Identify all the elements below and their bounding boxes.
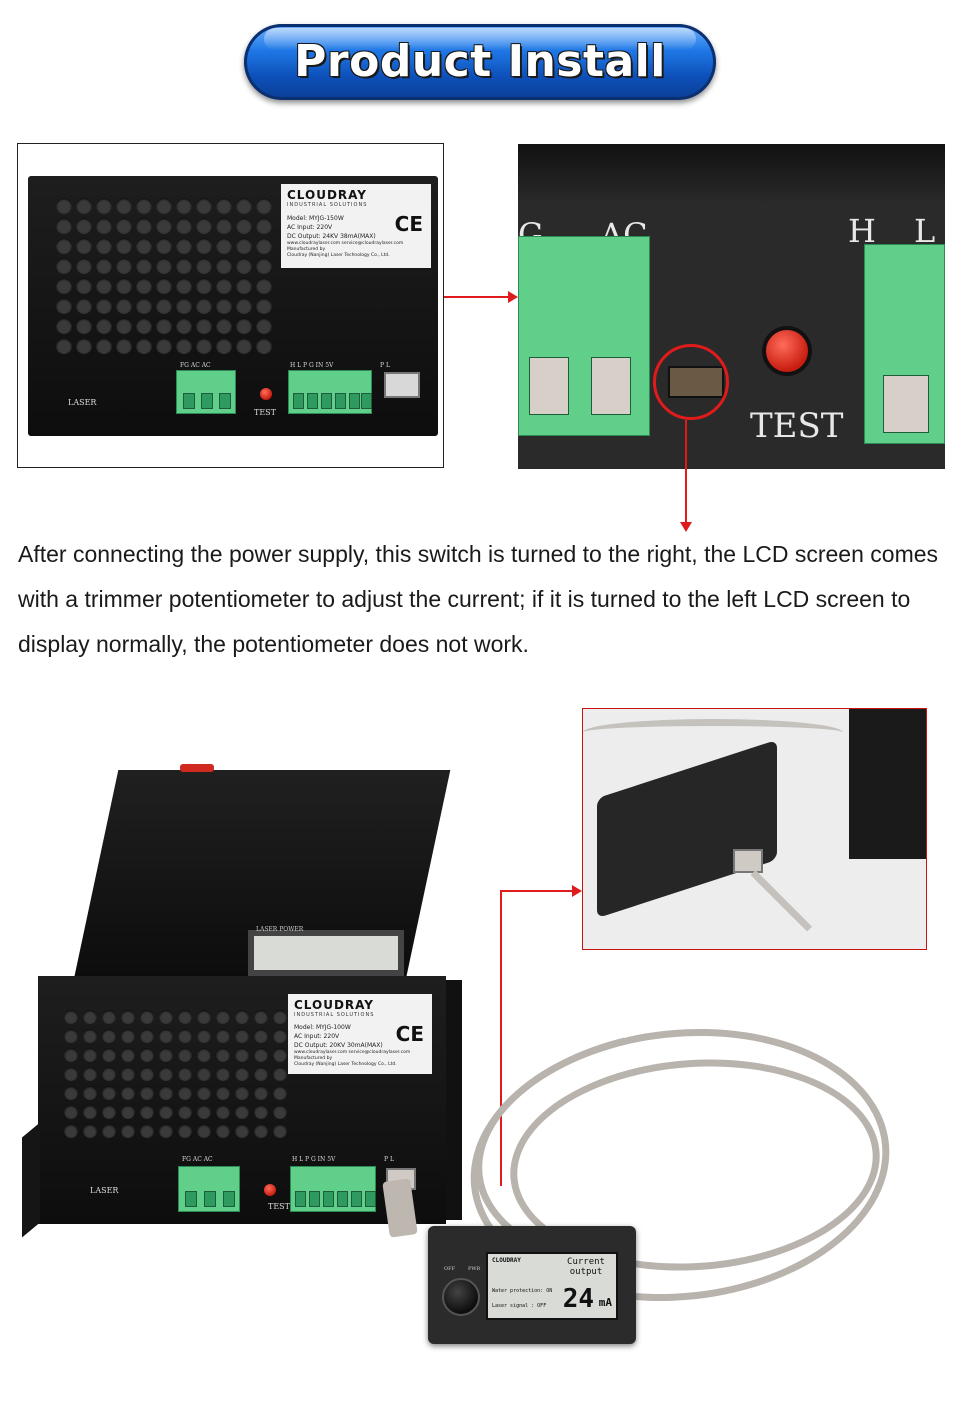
lcd-laser-row: Laser signal : OFF — [492, 1303, 546, 1309]
arrow-line-horizontal — [500, 890, 572, 892]
lcd-water-row: Water protection: ON — [492, 1288, 552, 1294]
top-lcd-window — [248, 930, 404, 976]
power-supply-panel-photo: CLOUDRAY INDUSTRIAL SOLUTIONS Model: MYJ… — [17, 143, 444, 468]
current-unit: mA — [598, 1296, 612, 1309]
knob-left-label: OFF — [444, 1266, 456, 1272]
device-dc-output: DC Output: 20KV 30mA(MAX) — [294, 1042, 383, 1049]
ac-input-text: AC Input: 220V — [287, 224, 333, 231]
device-test-label: TEST — [268, 1202, 290, 1211]
brand-subtitle: INDUSTRIAL SOLUTIONS — [287, 202, 368, 208]
laser-signal-label: Laser signal : — [492, 1303, 535, 1309]
laser-label: LASER — [68, 398, 97, 407]
title-banner: Product Install — [244, 24, 716, 100]
display-box-back — [597, 739, 777, 919]
water-protection-label: Water protection: — [492, 1288, 544, 1294]
device-ce-mark: CE — [395, 1022, 424, 1046]
ac-terminal-block[interactable] — [176, 370, 236, 414]
lcd-heading: Current output — [567, 1257, 605, 1277]
vent-grid — [56, 198, 272, 354]
signal-terminal-closeup[interactable] — [864, 244, 945, 444]
device-product-label: CLOUDRAY INDUSTRIAL SOLUTIONS Model: MYJ… — [288, 994, 432, 1074]
water-protection-value: ON — [546, 1288, 553, 1294]
laser-power-label: LASER POWER — [256, 926, 304, 933]
manufacturer-text: Manufactured by — [287, 247, 326, 252]
product-label: CLOUDRAY INDUSTRIAL SOLUTIONS Model: MYJ… — [281, 184, 431, 268]
current-value: 24 — [562, 1284, 594, 1314]
terminal-left-labels: FG AC AC — [180, 362, 211, 369]
lcd-screen: CLOUDRAY Current output Water protection… — [486, 1252, 618, 1320]
device-terminal-right-labels: H L P G IN 5V — [292, 1156, 336, 1163]
website-text: www.cloudraylaser.com service@cloudrayla… — [287, 241, 404, 246]
arrow-line-down — [685, 420, 687, 524]
switch-closeup-photo: G AC TEST H L — [518, 144, 945, 469]
device-port-labels: P L — [384, 1156, 394, 1163]
power-supply-body: CLOUDRAY INDUSTRIAL SOLUTIONS Model: MYJ… — [28, 176, 438, 436]
device-brand-subtitle: INDUSTRIAL SOLUTIONS — [294, 1012, 375, 1018]
h-label: H — [848, 212, 876, 250]
device-website: www.cloudraylaser.com service@cloudrayla… — [294, 1050, 411, 1055]
port-labels: P L — [380, 362, 390, 369]
switch-highlight-circle — [653, 344, 729, 420]
rj45-port[interactable] — [384, 372, 420, 398]
device-manufacturer: Manufactured by — [294, 1056, 333, 1061]
power-supply-front-face: CLOUDRAY INDUSTRIAL SOLUTIONS Model: MYJ… — [38, 976, 446, 1224]
arrow-line-vertical — [500, 890, 502, 1186]
l-label: L — [914, 212, 936, 250]
dc-output-text: DC Output: 24KV 38mA(MAX) — [287, 233, 376, 240]
device-company: Cloudray (Nanjing) Laser Technology Co.,… — [294, 1062, 397, 1067]
test-label: TEST — [254, 408, 276, 417]
signal-terminal-block[interactable] — [288, 370, 372, 414]
potentiometer-knob[interactable] — [442, 1278, 480, 1316]
arrow-line-right — [444, 296, 510, 298]
front-vent-grid — [64, 1010, 287, 1138]
mounting-flange-left — [22, 1122, 40, 1238]
device-signal-terminal[interactable] — [290, 1166, 376, 1212]
test-label-large: TEST — [750, 406, 844, 446]
page-title: Product Install — [294, 36, 666, 87]
ac-terminal-closeup[interactable] — [518, 236, 650, 436]
rj45-plug-closeup — [733, 849, 763, 873]
ce-mark: CE — [394, 212, 423, 236]
laser-signal-value: OFF — [537, 1303, 547, 1309]
lcd-brand: CLOUDRAY — [492, 1257, 521, 1264]
device-terminal-left-labels: FG AC AC — [182, 1156, 213, 1163]
device-test-button[interactable] — [264, 1184, 276, 1196]
install-description: After connecting the power supply, this … — [18, 541, 939, 657]
device-laser-label: LASER — [90, 1186, 119, 1195]
device-model-text: Model: MYJG-100W — [294, 1024, 351, 1031]
test-button-closeup[interactable] — [762, 326, 812, 376]
terminal-right-labels: H L P G IN 5V — [290, 362, 334, 369]
arrow-head-down — [680, 522, 692, 532]
display-connector-photo — [582, 708, 927, 950]
external-display-unit: OFF PWR CLOUDRAY Current output Water pr… — [428, 1226, 636, 1344]
test-button[interactable] — [260, 388, 272, 400]
brand-name: CLOUDRAY — [287, 188, 367, 202]
device-ac-input: AC Input: 220V — [294, 1033, 340, 1040]
model-text: Model: MYJG-150W — [287, 215, 344, 222]
power-supply-side-face — [446, 980, 462, 1220]
device-brand-name: CLOUDRAY — [294, 998, 374, 1012]
company-text: Cloudray (Nanjing) Laser Technology Co.,… — [287, 253, 390, 258]
arrow-head-right — [508, 291, 518, 303]
top-red-handle — [180, 764, 214, 772]
arrow-head-connector — [572, 885, 582, 897]
device-ac-terminal[interactable] — [178, 1166, 240, 1212]
knob-right-label: PWR — [468, 1266, 481, 1272]
